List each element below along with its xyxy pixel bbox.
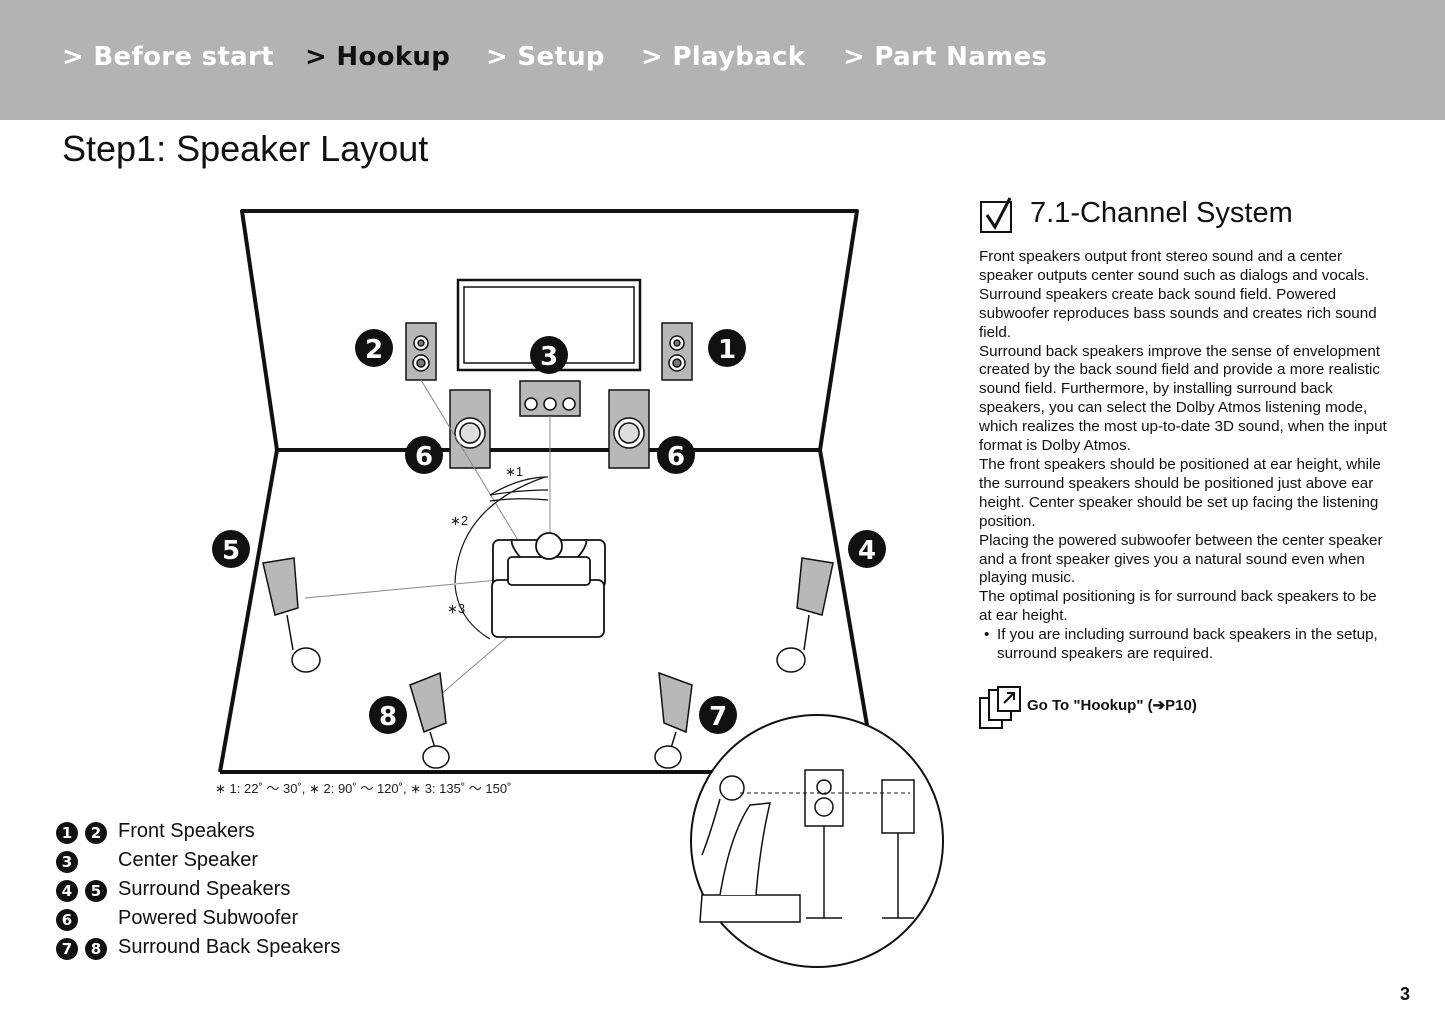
marker-2: 2 [355, 329, 393, 367]
bullet-dot: • [984, 626, 990, 644]
angle-arcs [454, 476, 549, 640]
nav-setup[interactable]: > Setup [486, 42, 605, 72]
nav-playback[interactable]: > Playback [641, 42, 806, 72]
paragraph-optimal: The optimal positioning is for surround … [979, 588, 1377, 625]
paragraph-front: Front speakers output front stereo sound… [979, 248, 1377, 341]
surround-back-speaker-left [409, 671, 450, 769]
page-link-icon [979, 686, 1021, 729]
center-speaker [519, 380, 581, 417]
bullet-note: • If you are including surround back spe… [979, 626, 1389, 664]
paragraph-heights: The front speakers should be positioned … [979, 455, 1381, 530]
legend-label-surround-back: Surround Back Speakers [118, 936, 341, 958]
angle-label-3: ∗3 [447, 601, 465, 616]
badge-7: 7 [56, 938, 78, 960]
angle-label-2: ∗2 [450, 513, 468, 528]
marker-5: 5 [212, 530, 250, 568]
svg-text:3: 3 [540, 342, 558, 372]
marker-6-right: 6 [657, 436, 695, 474]
nav-part-names[interactable]: > Part Names [843, 42, 1048, 72]
legend-label-subwoofer: Powered Subwoofer [118, 907, 299, 929]
marker-6-left: 6 [405, 436, 443, 474]
surround-speaker-left [262, 557, 321, 673]
top-nav-bar: > Before start > Hookup > Setup > Playba… [0, 0, 1445, 120]
badge-6: 6 [56, 909, 78, 931]
nav-hookup[interactable]: > Hookup [305, 42, 451, 72]
goto-hookup-label[interactable]: Go To "Hookup" (➔P10) [1027, 697, 1197, 714]
svg-text:8: 8 [379, 702, 397, 732]
svg-text:4: 4 [858, 536, 876, 566]
svg-text:7: 7 [709, 702, 727, 732]
svg-text:6: 6 [667, 442, 685, 472]
section-body: Front speakers output front stereo sound… [979, 248, 1389, 664]
badge-5: 5 [85, 880, 107, 902]
checkbox-check-icon [980, 197, 1012, 233]
surround-speaker-right [776, 557, 834, 673]
bullet-text: If you are including surround back speak… [997, 626, 1378, 663]
subwoofer-right [608, 389, 650, 469]
badge-3: 3 [56, 851, 78, 873]
legend-label-surround: Surround Speakers [118, 878, 291, 900]
badge-4: 4 [56, 880, 78, 902]
svg-text:5: 5 [222, 536, 240, 566]
page-number: 3 [1400, 984, 1411, 1004]
sofa-listener [491, 532, 606, 638]
paragraph-surround-back: Surround back speakers improve the sense… [979, 342, 1387, 455]
height-inset-circle [690, 714, 944, 968]
goto-hookup-link[interactable]: Go To "Hookup" (➔P10) [979, 686, 1279, 730]
svg-text:6: 6 [415, 442, 433, 472]
subwoofer-left [449, 389, 491, 469]
marker-7: 7 [699, 696, 737, 734]
marker-8: 8 [369, 696, 407, 734]
marker-4: 4 [848, 530, 886, 568]
nav-before-start[interactable]: > Before start [62, 42, 274, 72]
badge-1: 1 [56, 822, 78, 844]
surround-back-speaker-right [654, 671, 693, 769]
listening-guide-lines [304, 379, 551, 696]
legend-label-center: Center Speaker [118, 849, 259, 871]
angle-label-1: ∗1 [505, 464, 523, 479]
legend-label-front: Front Speakers [118, 820, 255, 842]
svg-text:2: 2 [365, 335, 383, 365]
angle-footnote: ∗ 1: 22˚ ～ 30˚, ∗ 2: 90˚ ～ 120˚, ∗ 3: 13… [215, 781, 512, 796]
svg-text:1: 1 [718, 335, 736, 365]
badge-2: 2 [85, 822, 107, 844]
front-speaker-right [661, 322, 693, 381]
speaker-layout-diagram: ∗1 ∗2 ∗3 1 2 3 4 5 6 6 7 8 [212, 209, 944, 968]
section-title: 7.1-Channel System [1030, 197, 1293, 229]
page-title: Step1: Speaker Layout [62, 128, 429, 169]
badge-8: 8 [85, 938, 107, 960]
paragraph-subwoofer: Placing the powered subwoofer between th… [979, 531, 1383, 587]
marker-1: 1 [708, 329, 746, 367]
front-speaker-left [405, 322, 437, 381]
marker-3: 3 [530, 336, 568, 374]
